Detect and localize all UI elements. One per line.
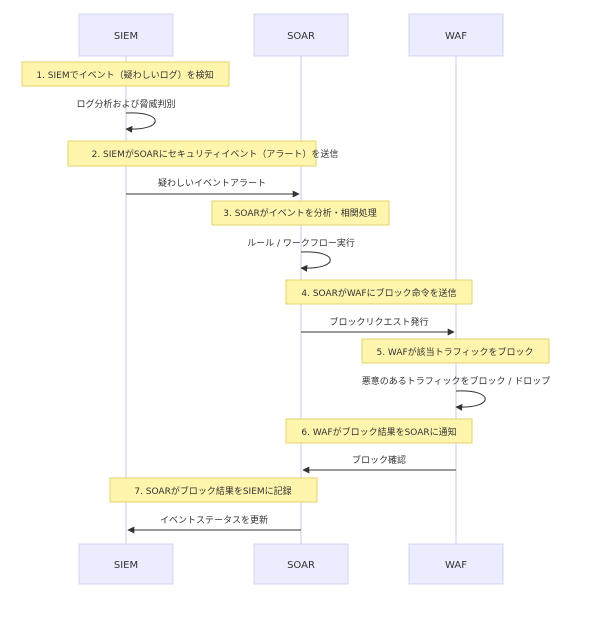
note-5: 5. WAFが該当トラフィックをブロック xyxy=(361,338,550,364)
soar-actor-top-label: SOAR xyxy=(287,31,315,42)
message-3-arrow xyxy=(300,251,331,272)
note-1-text: 1. SIEMでイベント（疑わしいログ）を検知 xyxy=(36,69,213,81)
message-6-label: ブロック確認 xyxy=(352,454,406,466)
note-3-text: 3. SOARがイベントを分析・相関処理 xyxy=(223,207,377,219)
siem-actor-bottom: SIEM xyxy=(78,543,174,585)
note-3: 3. SOARがイベントを分析・相関処理 xyxy=(211,200,390,226)
message-1-arrow xyxy=(125,112,156,133)
note-2-text: 2. SIEMがSOARにセキュリティイベント（アラート）を送信 xyxy=(92,148,339,160)
note-2: 2. SIEMがSOARにセキュリティイベント（アラート）を送信 xyxy=(67,140,339,167)
note-6: 6. WAFがブロック結果をSOARに通知 xyxy=(285,418,473,444)
message-5-arrow xyxy=(455,390,486,411)
note-6-text: 6. WAFがブロック結果をSOARに通知 xyxy=(301,426,456,438)
waf-actor-top: WAF xyxy=(408,13,504,57)
waf-actor-bottom: WAF xyxy=(408,543,504,585)
note-1: 1. SIEMでイベント（疑わしいログ）を検知 xyxy=(21,61,230,87)
waf-actor-top-label: WAF xyxy=(445,31,467,42)
message-5-label: 悪意のあるトラフィックをブロック / ドロップ xyxy=(362,375,551,387)
siem-actor-top: SIEM xyxy=(78,13,174,57)
waf-actor-bottom-label: WAF xyxy=(445,560,467,571)
message-3-label: ルール / ワークフロー実行 xyxy=(247,237,355,249)
soar-actor-bottom-label: SOAR xyxy=(287,560,315,571)
message-1-label: ログ分析および脅威判別 xyxy=(76,98,175,110)
siem-actor-bottom-label: SIEM xyxy=(114,560,138,571)
note-5-text: 5. WAFが該当トラフィックをブロック xyxy=(376,346,533,358)
message-7-label: イベントステータスを更新 xyxy=(160,514,268,526)
siem-actor-top-label: SIEM xyxy=(114,31,138,42)
message-2-label: 疑わしいイベントアラート xyxy=(158,178,266,189)
soar-actor-bottom: SOAR xyxy=(253,543,349,585)
note-7: 7. SOARがブロック結果をSIEMに記録 xyxy=(109,477,318,503)
note-4: 4. SOARがWAFにブロック命令を送信 xyxy=(285,279,473,305)
soar-actor-top: SOAR xyxy=(253,13,349,57)
note-4-text: 4. SOARがWAFにブロック命令を送信 xyxy=(301,287,456,299)
message-4-label: ブロックリクエスト発行 xyxy=(329,316,428,328)
note-7-text: 7. SOARがブロック結果をSIEMに記録 xyxy=(134,485,291,497)
